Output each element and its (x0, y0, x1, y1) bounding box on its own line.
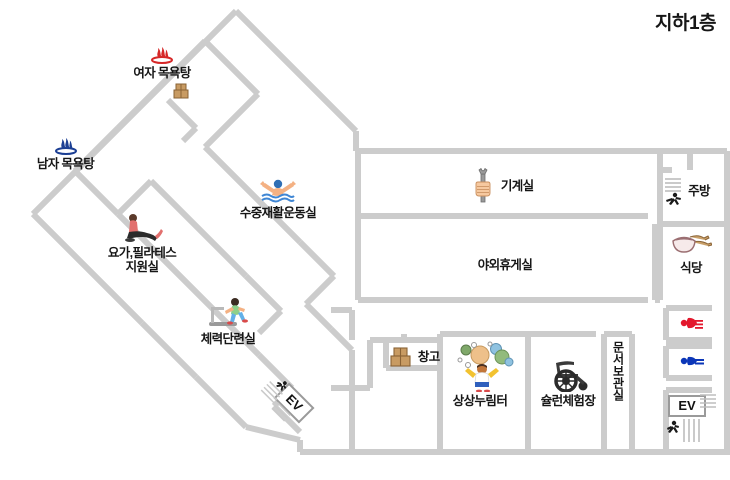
room-label: 체력단련실 (200, 332, 256, 346)
elevator-right-door-icon (698, 393, 718, 413)
wrench-hand-icon (470, 168, 496, 204)
elevator-right[interactable]: EV (668, 395, 706, 417)
rice-bowl-icon (662, 231, 720, 259)
room-label: 기계실 (500, 178, 534, 193)
page-title: 지하1층 (654, 13, 717, 34)
elevator-left-door-icon (252, 378, 286, 412)
room-document-archive[interactable]: 문서보관실 (611, 341, 625, 401)
hot-spring-blue-icon (18, 135, 113, 155)
room-label: 슐런체험장 (540, 394, 596, 408)
room-cafeteria[interactable]: 식당 (662, 231, 720, 275)
child-juggling-icon (432, 338, 528, 392)
room-warehouse[interactable]: 창고 (389, 345, 459, 369)
room-label: 여자 목욕탕 (133, 66, 191, 80)
boxes-small-icon (171, 82, 191, 100)
room-label: 주방 (688, 184, 710, 198)
room-label: 식당 (680, 261, 702, 275)
male-restroom-icon[interactable] (676, 350, 704, 372)
locker-marker (171, 82, 191, 102)
wheelchair-icon (531, 358, 605, 392)
elevator-left-door-lower-icon (264, 399, 294, 429)
treadmill-icon (180, 296, 276, 330)
room-fitness[interactable]: 체력단련실 (180, 296, 276, 346)
emergency-stairs-right-ev-icon (666, 418, 704, 444)
person-yoga-icon (86, 212, 198, 244)
room-kitchen[interactable]: 주방 (676, 184, 722, 198)
person-swimming-icon (222, 178, 334, 204)
female-restroom-icon[interactable] (676, 312, 704, 334)
room-outdoor-lounge[interactable]: 야외휴게실 (455, 258, 555, 272)
room-aqua-rehab[interactable]: 수중재활운동실 (222, 178, 334, 220)
room-shuffleboard[interactable]: 슐런체험장 (531, 358, 605, 408)
room-mens-bath[interactable]: 남자 목욕탕 (18, 135, 113, 171)
boxes-icon (389, 345, 413, 369)
room-label: 상상누림터 (452, 394, 508, 408)
hot-spring-red-icon (112, 44, 212, 64)
room-machine-room[interactable]: 기계실 (470, 168, 580, 204)
room-label: 남자 목욕탕 (36, 157, 95, 171)
room-label: 창고 (417, 349, 440, 364)
room-label: 수중재활운동실 (239, 206, 317, 220)
emergency-stairs-kitchen-icon (662, 176, 684, 208)
emergency-stairs-left-ev-icon (271, 375, 294, 398)
room-label: 야외휴게실 (477, 258, 533, 272)
room-imagination-play[interactable]: 상상누림터 (432, 338, 528, 408)
room-womens-bath[interactable]: 여자 목욕탕 (112, 44, 212, 80)
